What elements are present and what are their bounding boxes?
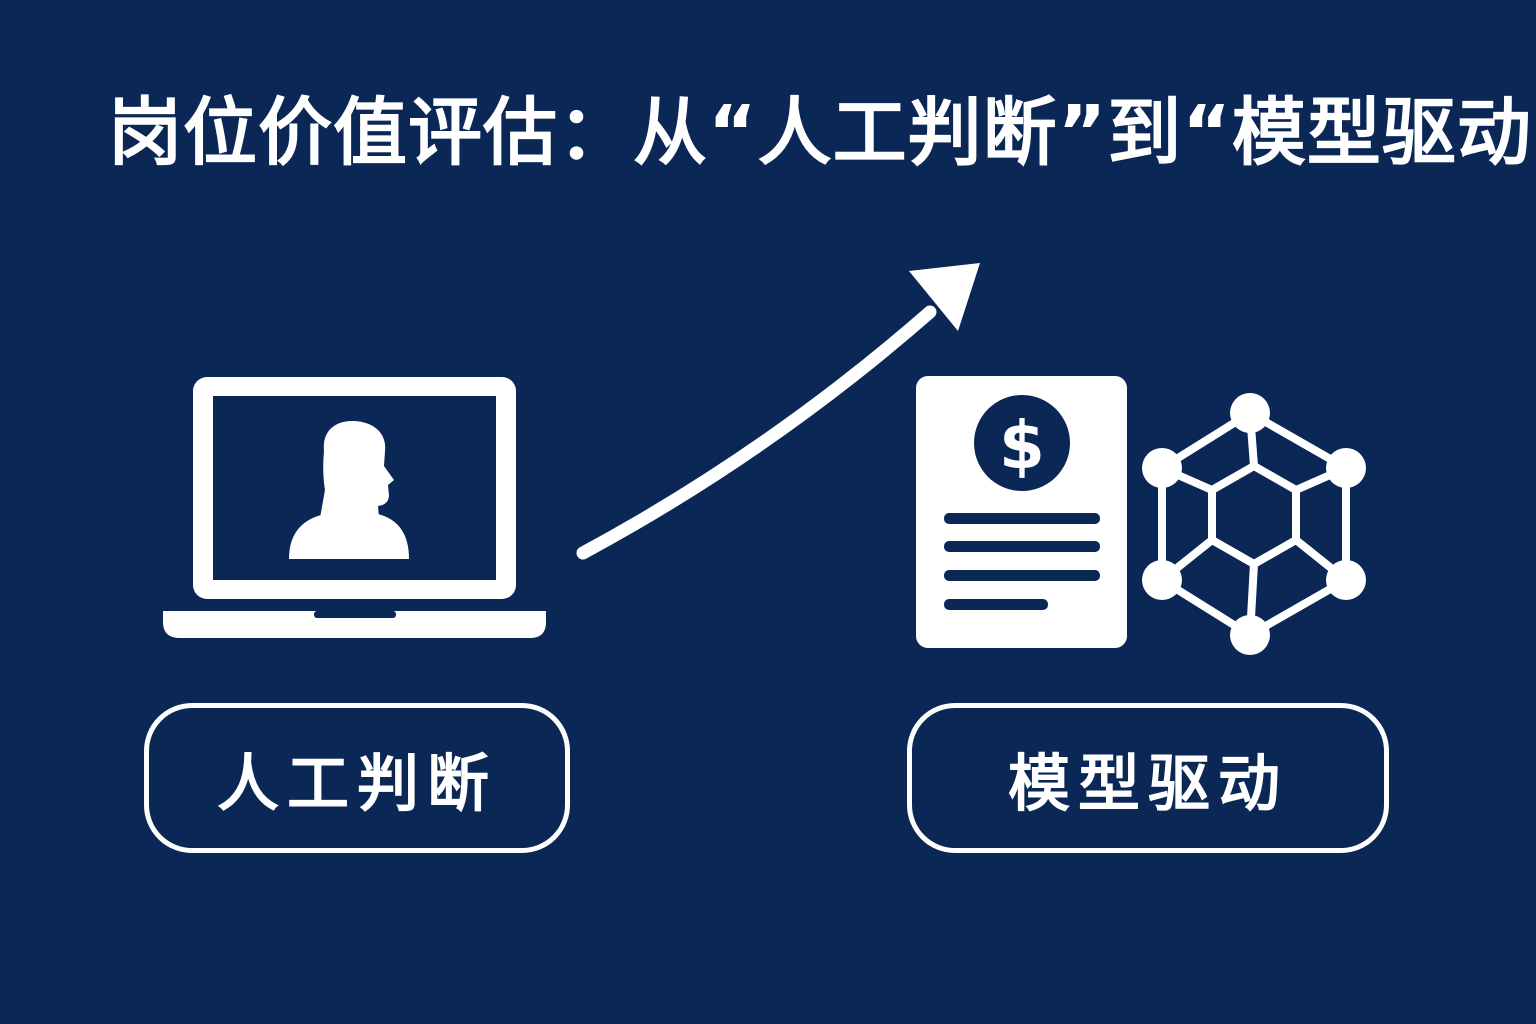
arrow-up-right-icon (576, 263, 980, 560)
page-title: 岗位价值评估：从“人工判断”到“模型驱动 (108, 90, 1532, 176)
model-driven-label: 模型驱动 (907, 703, 1389, 853)
manual-judgment-label: 人工判断 (144, 703, 570, 853)
svg-text:$: $ (999, 407, 1045, 484)
network-hexagon-icon (1142, 393, 1366, 655)
dollar-document-icon: $ (916, 376, 1127, 648)
laptop-person-icon (163, 377, 546, 638)
